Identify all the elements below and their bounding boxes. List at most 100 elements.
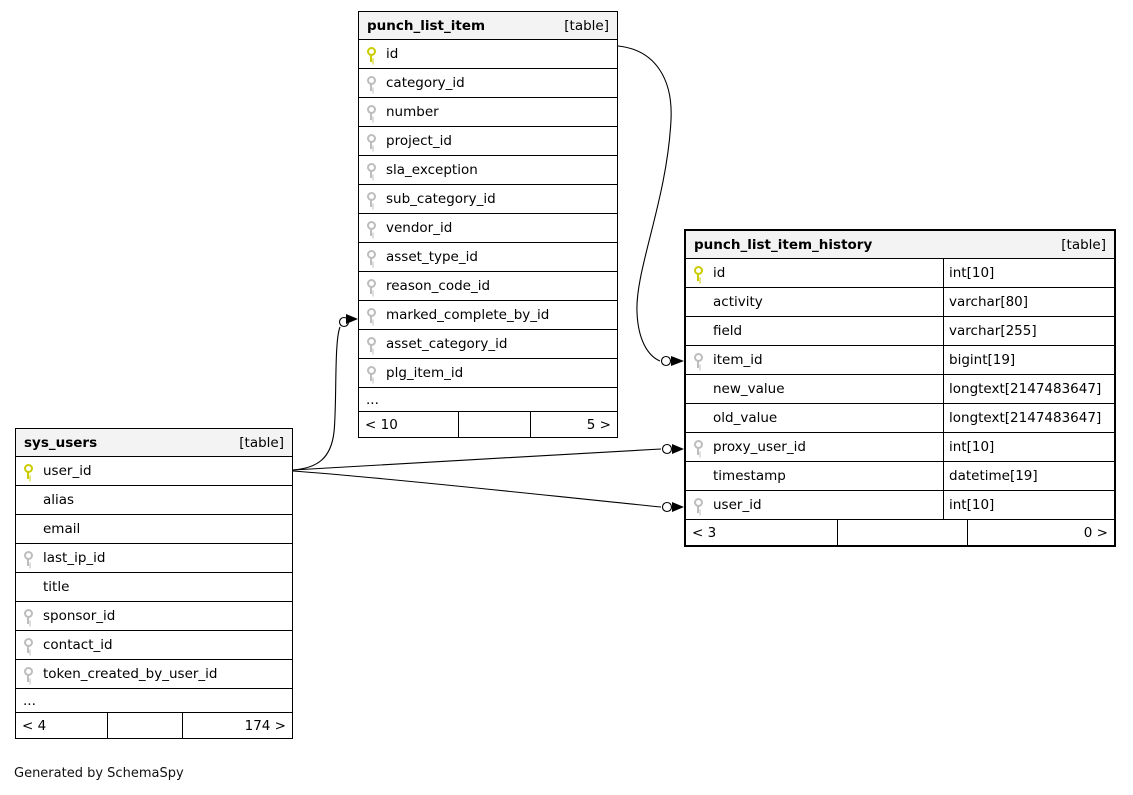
column-list: id category_id number project_id (359, 40, 617, 388)
relationship-users-to-history-user (292, 470, 684, 513)
column-type: int[10] (949, 265, 995, 281)
key-icon (23, 666, 34, 683)
column-name: user_id (43, 463, 92, 479)
key-icon (366, 220, 377, 237)
column-type: longtext[2147483647] (949, 381, 1102, 397)
column-row: category_id (359, 69, 617, 98)
column-type-cell: varchar[255] (943, 317, 1114, 345)
column-row: alias (16, 486, 292, 515)
column-name: sla_exception (386, 162, 478, 178)
column-type: bigint[19] (949, 352, 1016, 368)
column-name: new_value (713, 381, 785, 397)
relationship-users-to-pli-marked-complete (292, 314, 358, 471)
table-name[interactable]: sys_users (24, 434, 98, 451)
column-type-cell: longtext[2147483647] (943, 375, 1114, 403)
column-list: id int[10] activity varchar[80] (686, 259, 1114, 520)
table-header[interactable]: punch_list_item_history [table] (686, 231, 1114, 259)
key-icon (366, 133, 377, 150)
column-name: token_created_by_user_id (43, 666, 218, 682)
column-row: sub_category_id (359, 185, 617, 214)
column-row: field varchar[255] (686, 317, 1114, 346)
generator-credit: Generated by SchemaSpy (14, 766, 184, 781)
column-name: id (386, 46, 399, 62)
column-row: last_ip_id (16, 544, 292, 573)
column-row: id (359, 40, 617, 69)
relationship-pli-id-to-history-item-id (617, 45, 684, 367)
column-list: user_id alias email last_ip_id (16, 457, 292, 689)
column-row: number (359, 98, 617, 127)
key-icon (366, 104, 377, 121)
column-name: vendor_id (386, 220, 453, 236)
column-name: contact_id (43, 637, 113, 653)
column-name: proxy_user_id (713, 439, 806, 455)
parent-count: < 10 (359, 412, 459, 437)
table-header[interactable]: punch_list_item [table] (359, 12, 617, 40)
column-name: sponsor_id (43, 608, 116, 624)
table-footer: < 4 174 > (16, 713, 292, 738)
column-type: datetime[19] (949, 468, 1038, 484)
key-icon (366, 278, 377, 295)
column-name-cell: activity (686, 288, 943, 316)
key-icon (366, 249, 377, 266)
column-row: sla_exception (359, 156, 617, 185)
table-name[interactable]: punch_list_item (367, 17, 486, 34)
table-footer: < 3 0 > (686, 520, 1114, 545)
column-row: activity varchar[80] (686, 288, 1114, 317)
column-row: title (16, 573, 292, 602)
column-name: asset_category_id (386, 336, 508, 352)
key-icon (366, 162, 377, 179)
column-type-cell: bigint[19] (943, 346, 1114, 374)
child-count: 5 > (586, 416, 611, 433)
key-icon (693, 497, 704, 514)
column-type-cell: int[10] (943, 259, 1114, 287)
column-name-cell: item_id (686, 346, 943, 374)
key-icon (23, 637, 34, 654)
table-punch-list-item-history[interactable]: punch_list_item_history [table] id int[1… (684, 229, 1116, 547)
column-name: plg_item_id (386, 365, 464, 381)
column-name: asset_type_id (386, 249, 478, 265)
key-icon (693, 439, 704, 456)
key-icon (23, 608, 34, 625)
key-icon (366, 191, 377, 208)
column-row: user_id int[10] (686, 491, 1114, 520)
column-row: new_value longtext[2147483647] (686, 375, 1114, 404)
column-name: number (386, 104, 439, 120)
table-sys-users[interactable]: sys_users [table] user_id alias email (15, 428, 293, 739)
table-name[interactable]: punch_list_item_history (694, 236, 873, 253)
column-type: longtext[2147483647] (949, 410, 1102, 426)
column-type-cell: int[10] (943, 491, 1114, 519)
footer-middle (838, 520, 968, 545)
key-icon (366, 336, 377, 353)
column-name: category_id (386, 75, 465, 91)
column-name: title (43, 579, 70, 595)
table-header[interactable]: sys_users [table] (16, 429, 292, 457)
table-punch-list-item[interactable]: punch_list_item [table] id category_id n… (358, 11, 618, 438)
column-name: timestamp (713, 468, 786, 484)
column-name: last_ip_id (43, 550, 106, 566)
column-row: vendor_id (359, 214, 617, 243)
table-tag: [table] (564, 17, 609, 34)
column-type: varchar[80] (949, 294, 1029, 310)
key-icon (366, 365, 377, 382)
key-icon (366, 46, 377, 63)
column-name: project_id (386, 133, 452, 149)
key-icon (366, 75, 377, 92)
column-row: proxy_user_id int[10] (686, 433, 1114, 462)
table-footer: < 10 5 > (359, 412, 617, 437)
column-row: project_id (359, 127, 617, 156)
key-icon (693, 265, 704, 282)
column-name: email (43, 521, 81, 537)
column-row: marked_complete_by_id (359, 301, 617, 330)
relationship-users-to-history-proxy-user (292, 443, 684, 471)
column-name-cell: proxy_user_id (686, 433, 943, 461)
footer-middle (459, 412, 531, 437)
child-count: 0 > (1083, 524, 1108, 541)
parent-count: < 3 (686, 520, 838, 545)
column-type: int[10] (949, 439, 995, 455)
column-row: asset_category_id (359, 330, 617, 359)
more-columns-ellipsis: ... (359, 388, 617, 412)
column-name: alias (43, 492, 75, 508)
column-name: activity (713, 294, 763, 310)
column-row: timestamp datetime[19] (686, 462, 1114, 491)
